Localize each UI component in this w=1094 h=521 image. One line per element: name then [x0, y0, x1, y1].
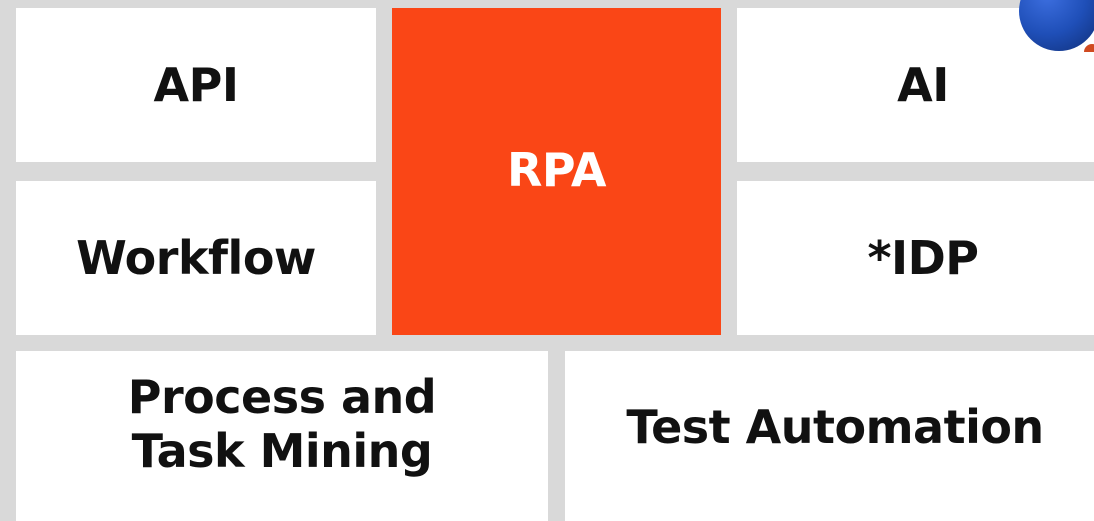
process-label-line1: Process and: [127, 370, 437, 424]
api-tile: API: [16, 8, 376, 162]
rpa-tile: RPA: [392, 8, 721, 335]
workflow-tile: Workflow: [16, 181, 376, 335]
idp-tile: *IDP: [737, 181, 1094, 335]
test-automation-label: Test Automation: [626, 400, 1044, 454]
workflow-label: Workflow: [76, 231, 316, 285]
api-label: API: [153, 58, 239, 112]
test-automation-tile: Test Automation: [565, 351, 1094, 521]
process-task-mining-tile: Process and Task Mining: [16, 351, 548, 521]
process-label-line2: Task Mining: [131, 423, 433, 478]
blue-ball-icon: [1019, 0, 1094, 52]
process-task-mining-label: Process and Task Mining: [127, 370, 437, 479]
idp-label: *IDP: [867, 231, 979, 285]
rpa-label: RPA: [506, 142, 607, 197]
ai-label: AI: [897, 58, 949, 112]
